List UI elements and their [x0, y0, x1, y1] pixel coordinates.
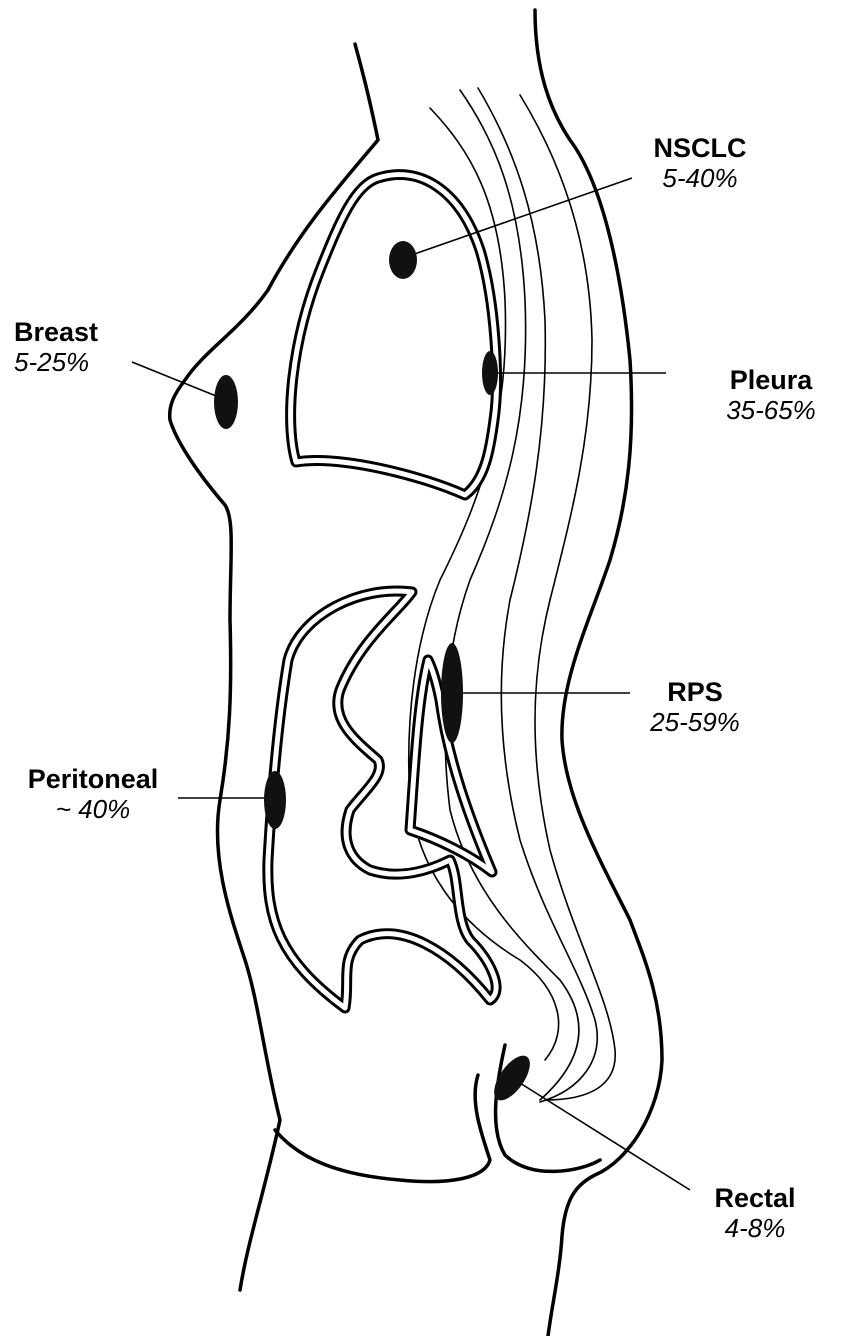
peritoneal-percentage: ~ 40% [8, 795, 178, 825]
lung-outline [291, 175, 497, 495]
body-back-outline [535, 10, 662, 1336]
breast-label: Breast 5-25% [14, 317, 154, 378]
breast-name: Breast [14, 317, 154, 348]
breast-percentage: 5-25% [14, 348, 154, 378]
nsclc-percentage: 5-40% [630, 164, 770, 194]
rps-lesion [441, 643, 463, 743]
peritoneal-label: Peritoneal ~ 40% [8, 764, 178, 825]
rectal-percentage: 4-8% [685, 1214, 825, 1244]
pleura-name: Pleura [706, 365, 836, 396]
rps-percentage: 25-59% [625, 708, 765, 738]
nsclc-name: NSCLC [630, 133, 770, 164]
perineum-outline [275, 1075, 490, 1182]
breast-lesion [214, 375, 238, 429]
nsclc-lesion [389, 241, 417, 279]
rps-name: RPS [625, 677, 765, 708]
rectal-label: Rectal 4-8% [685, 1183, 825, 1244]
spine-line-4 [520, 95, 615, 1100]
rps-label: RPS 25-59% [625, 677, 765, 738]
pleura-label: Pleura 35-65% [706, 365, 836, 426]
pleura-percentage: 35-65% [706, 396, 836, 426]
peritoneal-name: Peritoneal [8, 764, 178, 795]
peritoneal-lesion [264, 771, 286, 829]
nsclc-label: NSCLC 5-40% [630, 133, 770, 194]
rectal-name: Rectal [685, 1183, 825, 1214]
pleura-lesion [482, 351, 498, 395]
